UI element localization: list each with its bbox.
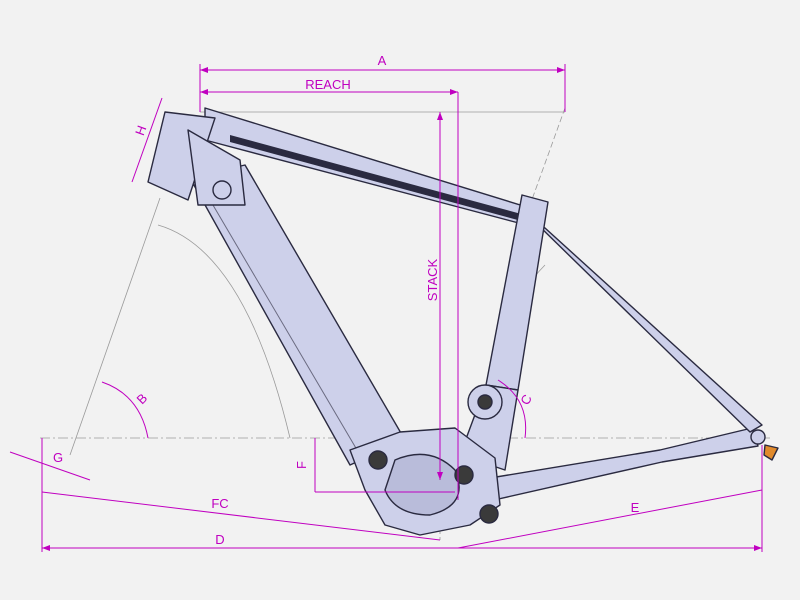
cable-port [212,180,232,200]
arrow-a-left [200,67,208,73]
bike-frame [147,107,779,536]
seat-tube-axis [529,107,566,206]
label-a: A [378,53,387,68]
mount-bolt-rear [479,504,499,524]
dim-line-e [457,489,763,549]
arrow-stack-bottom [437,472,443,480]
label-e: E [631,500,640,515]
dim-arc-c [497,379,527,439]
label-d: D [215,532,224,547]
top-tube-shadow [230,135,525,222]
mount-bolt-bb [454,465,474,485]
derailleur-hanger [763,444,779,461]
motor-cutout [384,453,460,516]
dim-line-fc [41,491,441,541]
label-g: G [53,450,63,465]
arrow-d-left [42,545,50,551]
dim-arc-b [101,381,149,439]
arrow-a-right [557,67,565,73]
dim-line-h [131,97,163,183]
dim-g-diagonal [9,451,91,481]
down-tube-edge [209,199,361,456]
arrow-stack-top [437,112,443,120]
label-f: F [294,461,309,469]
arrow-reach-right [450,89,458,95]
dimension-arrows [42,67,762,551]
rear-dropout [750,429,766,445]
head-tube-axis [69,197,161,456]
arc-head-angle [157,224,291,439]
arrow-d-right [754,545,762,551]
label-stack: STACK [425,258,440,301]
arrow-reach-left [200,89,208,95]
pivot-bolt [477,394,493,410]
mount-bolt-front [368,450,388,470]
label-reach: REACH [305,77,351,92]
label-fc: FC [211,496,228,511]
dimension-lines [9,64,763,552]
head-tube [147,111,216,201]
